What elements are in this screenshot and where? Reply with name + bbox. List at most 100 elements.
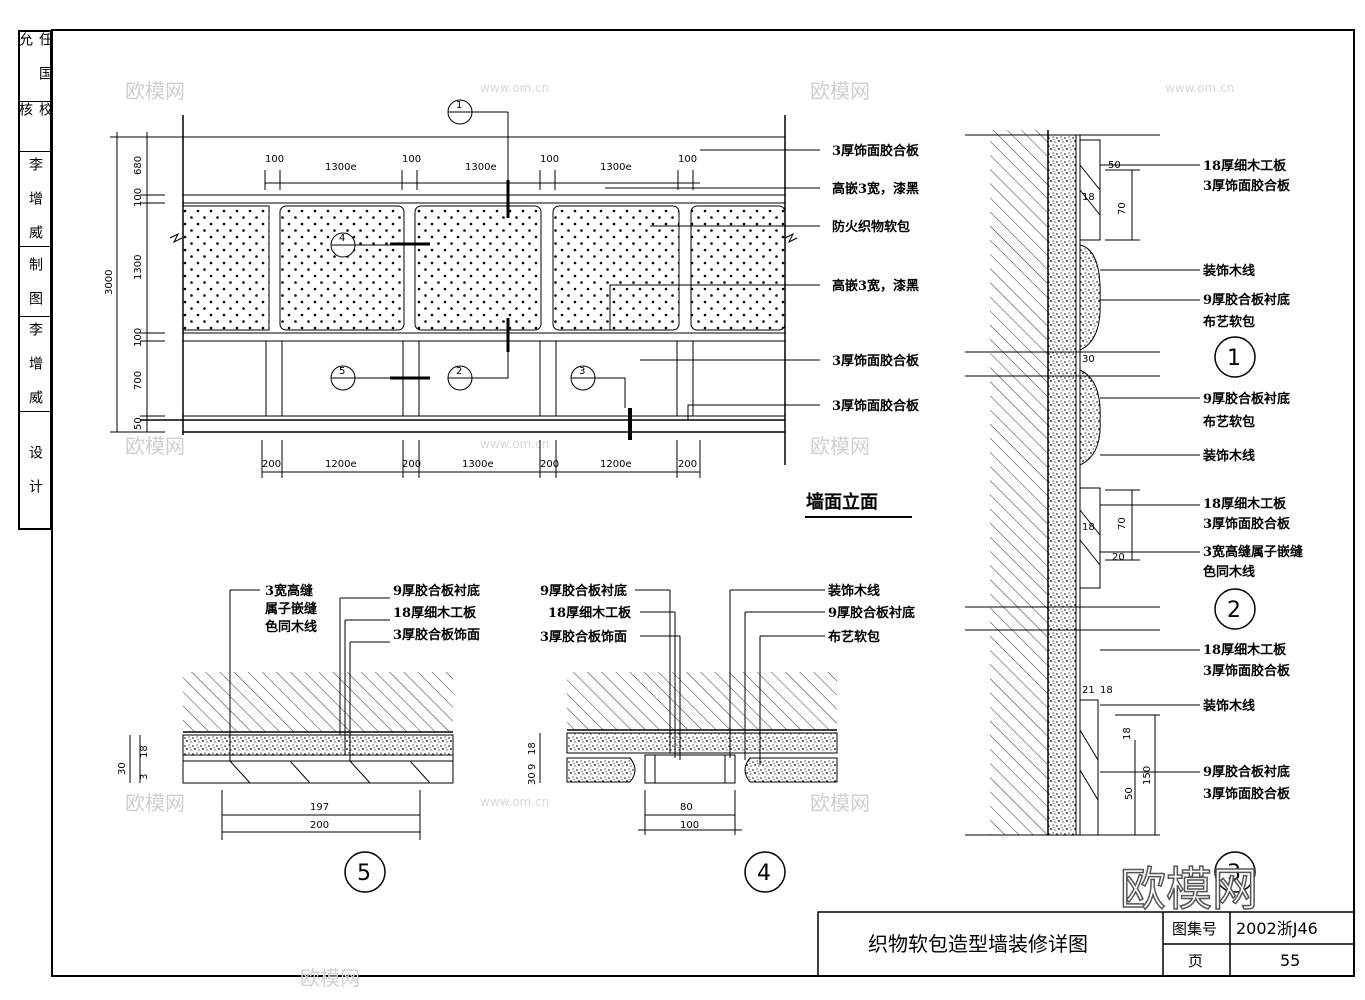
section-dim: 150 (1142, 766, 1153, 785)
watermark: 欧模网 (810, 791, 870, 815)
detail4-label: 3厚胶合板饰面 (540, 629, 627, 645)
section-markers: 1 4 5 2 3 (330, 99, 626, 408)
callout-label: 3厚饰面胶合板 (832, 143, 920, 159)
bottom-dim: 1200e (325, 459, 357, 470)
section-dim: 50 (1124, 787, 1135, 800)
section-mark: 3 (579, 366, 585, 377)
total-height-dim: 3000 (104, 270, 115, 295)
section-dim: 70 (1117, 202, 1128, 215)
vertical-section (965, 130, 1200, 836)
section-label: 布艺软包 (1203, 414, 1255, 430)
detail-4-text: 9厚胶合板衬底 18厚细木工板 3厚胶合板饰面 装饰木线 9厚胶合板衬底 布艺软… (527, 583, 915, 886)
section-label: 3厚饰面胶合板 (1203, 516, 1291, 532)
watermark: 欧模网 (125, 791, 185, 815)
section-label: 色同木线 (1203, 564, 1255, 580)
section-mark: 1 (456, 100, 462, 111)
title-block (817, 911, 1355, 977)
section-labels: 18厚细木工板 3厚饰面胶合板 装饰木线 9厚胶合板衬底 布艺软包 9厚胶合板衬… (1082, 158, 1303, 893)
page-label: 页 (1188, 952, 1203, 970)
left-dim: 680 (133, 156, 144, 175)
title-block-text: 织物软包造型墙装修详图 图集号 2002浙J46 页 55 (868, 919, 1318, 970)
callout-label: 3厚饰面胶合板 (832, 398, 920, 414)
bottom-dim: 200 (540, 459, 559, 470)
detail-number: 4 (757, 861, 771, 886)
left-dim: 50 (133, 417, 144, 430)
detail-4 (539, 589, 838, 893)
detail-5 (129, 589, 454, 893)
set-number-label: 图集号 (1172, 920, 1217, 938)
top-dim: 1300e (465, 162, 497, 173)
elevation-callouts: 3厚饰面胶合板 高嵌3宽，漆黑 防火织物软包 高嵌3宽，漆黑 3厚饰面胶合板 3… (104, 143, 920, 513)
section-dim: 18 (1100, 685, 1113, 696)
section-mark: 2 (456, 366, 462, 377)
section-label: 9厚胶合板衬底 (1203, 391, 1290, 407)
callout-label: 防火织物软包 (832, 219, 910, 235)
sidebar-cell: 李 增 威 (20, 317, 50, 412)
detail5-label: 3宽高缝 (265, 583, 313, 599)
detail-number: 3 (1227, 861, 1241, 886)
detail5-dim: 200 (310, 820, 329, 831)
callout-label: 3厚饰面胶合板 (832, 353, 920, 369)
section-label: 3厚饰面胶合板 (1203, 786, 1291, 802)
top-dim: 100 (402, 154, 421, 165)
callout-label: 高嵌3宽，漆黑 (832, 278, 919, 294)
section-label: 3厚饰面胶合板 (1203, 663, 1291, 679)
section-label: 3宽高缝属子嵌缝 (1203, 544, 1303, 560)
detail5-label: 色同木线 (265, 619, 317, 635)
detail5-label: 9厚胶合板衬底 (393, 583, 480, 599)
drawing-title: 织物软包造型墙装修详图 (868, 932, 1088, 956)
detail-number: 2 (1227, 598, 1241, 623)
section-label: 布艺软包 (1203, 314, 1255, 330)
section-label: 9厚胶合板衬底 (1203, 764, 1290, 780)
bottom-dim: 200 (262, 459, 281, 470)
left-dim: 1300 (133, 255, 144, 280)
callout-label: 高嵌3宽，漆黑 (832, 181, 919, 197)
watermark: www.om.cn (480, 795, 549, 809)
detail4-label: 布艺软包 (828, 629, 880, 645)
bottom-dim: 1300e (462, 459, 494, 470)
bottom-dim: 1200e (600, 459, 632, 470)
section-label: 18厚细木工板 (1203, 642, 1287, 658)
top-dim: 1300e (325, 162, 357, 173)
left-dim: 100 (133, 188, 144, 207)
section-dim: 30 (1082, 354, 1095, 365)
detail5-dim: 197 (310, 802, 329, 813)
top-dim: 100 (265, 154, 284, 165)
bottom-dim: 200 (678, 459, 697, 470)
left-dim: 100 (133, 328, 144, 347)
section-dim: 18 (1082, 192, 1095, 203)
bottom-dim: 200 (402, 459, 421, 470)
section-label: 装饰木线 (1202, 263, 1255, 279)
section-label: 18厚细木工板 (1203, 158, 1287, 174)
set-number-value: 2002浙J46 (1236, 919, 1318, 938)
watermark: 欧模网 (300, 966, 360, 990)
section-label: 18厚细木工板 (1203, 496, 1287, 512)
detail5-dim: 30 (117, 762, 128, 775)
section-dim: 18 (1082, 522, 1095, 533)
top-dim: 100 (540, 154, 559, 165)
sidebar-cell: 任 国 允 (17, 32, 53, 102)
left-dim: 700 (133, 371, 144, 390)
sidebar-cell: 校 核 (17, 102, 53, 152)
watermark: www.om.cn (480, 437, 549, 451)
section-label: 9厚胶合板衬底 (1203, 292, 1290, 308)
section-dim: 18 (1122, 727, 1133, 740)
watermark: 欧模网 (125, 79, 185, 103)
detail5-label: 18厚细木工板 (393, 605, 477, 621)
detail5-label: 属子嵌缝 (265, 601, 317, 617)
detail4-label: 装饰木线 (827, 583, 880, 599)
detail4-dim: 100 (680, 820, 699, 831)
section-dim: 50 (1108, 160, 1121, 171)
watermark: 欧模网 (125, 434, 185, 458)
sheet-border (51, 29, 1355, 977)
watermark-group: 欧模网 欧模网 www.om.cn www.om.cn 欧模网 欧模网 www.… (125, 79, 1234, 990)
detail5-dim: 18 (139, 745, 150, 758)
section-label: 装饰木线 (1202, 698, 1255, 714)
watermark: 欧模网 (810, 434, 870, 458)
top-dim: 1300e (600, 162, 632, 173)
section-mark: 4 (339, 233, 345, 244)
wall-elevation (110, 115, 912, 518)
detail4-label: 18厚细木工板 (548, 605, 632, 621)
detail4-dim: 18 (527, 742, 538, 755)
